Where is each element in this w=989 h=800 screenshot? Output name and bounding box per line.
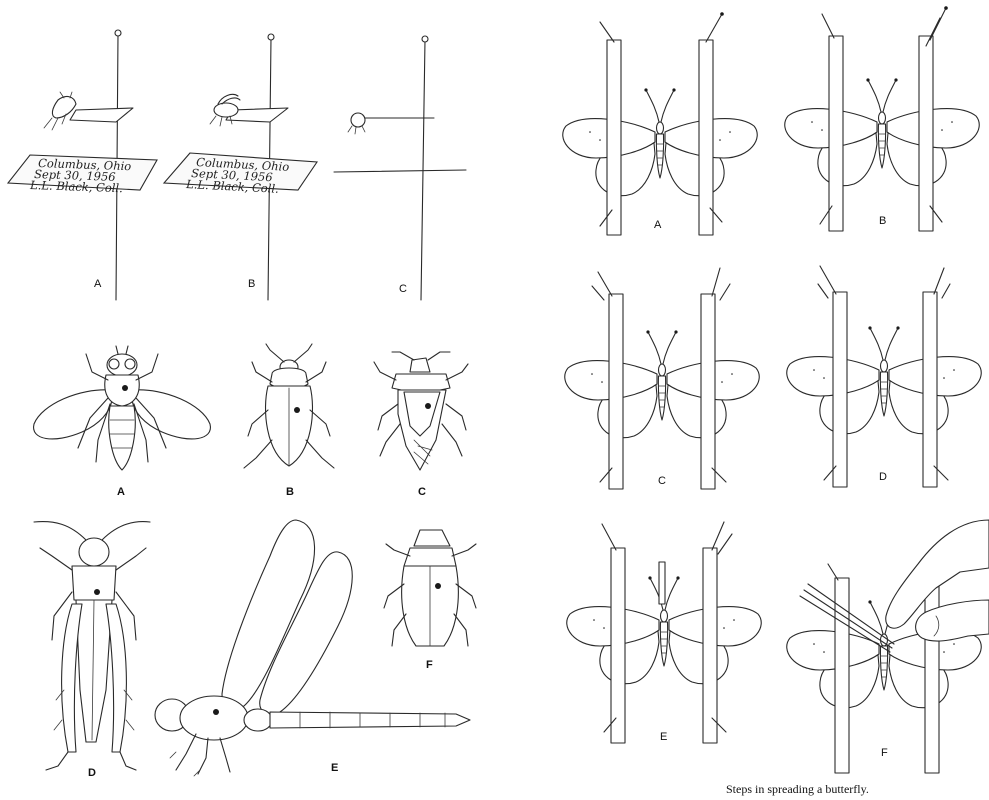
pin-b-diagram: Columbus, Ohio Sept 30, 1956 L.L. Black,…	[164, 34, 317, 300]
step-label-b: B	[879, 215, 886, 227]
pinned-insect-a	[44, 92, 76, 130]
insect-c-bug: C	[374, 352, 468, 498]
insect-a-fly: A	[34, 346, 211, 498]
pinned-insect-b	[210, 94, 240, 126]
step-label-f: F	[881, 747, 888, 759]
data-label-line-3: L.L. Black, Coll.	[29, 178, 123, 195]
spreading-step-e: E	[567, 522, 761, 743]
insect-label-f: F	[426, 659, 433, 671]
insect-label-c: C	[418, 486, 426, 498]
pinned-insect-c	[348, 113, 365, 134]
step-label-e: E	[660, 731, 667, 743]
spreading-step-f: F	[787, 520, 989, 773]
insect-label-e: E	[331, 762, 338, 774]
spreading-steps: A B C D	[563, 6, 989, 796]
spreading-step-d: D	[787, 266, 981, 487]
figure-caption: Steps in spreading a butterfly.	[726, 782, 869, 796]
insect-label-a: A	[117, 486, 125, 498]
spreading-step-b: B	[785, 6, 979, 231]
pin-label-c: C	[399, 283, 407, 295]
insect-label-d: D	[88, 767, 96, 779]
pin-label-b: B	[248, 278, 255, 290]
pinning-diagrams: Columbus, Ohio Sept 30, 1956 L.L. Black,…	[8, 30, 466, 300]
step-label-c: C	[658, 475, 666, 487]
step-label-a: A	[654, 219, 662, 231]
pin-c-diagram: C	[334, 36, 466, 300]
insect-label-b: B	[286, 486, 294, 498]
spreading-step-a: A	[563, 12, 757, 235]
spreading-step-c: C	[565, 268, 759, 489]
pin-label-a: A	[94, 278, 102, 290]
insect-d-grasshopper: D	[34, 522, 150, 779]
pin-a-diagram: Columbus, Ohio Sept 30, 1956 L.L. Black,…	[8, 30, 157, 300]
insect-f-bug: F	[384, 530, 476, 671]
hand-illustration	[886, 520, 989, 641]
insect-pin-positions: A B C	[34, 344, 476, 779]
insect-b-beetle: B	[244, 344, 334, 498]
step-label-d: D	[879, 471, 887, 483]
